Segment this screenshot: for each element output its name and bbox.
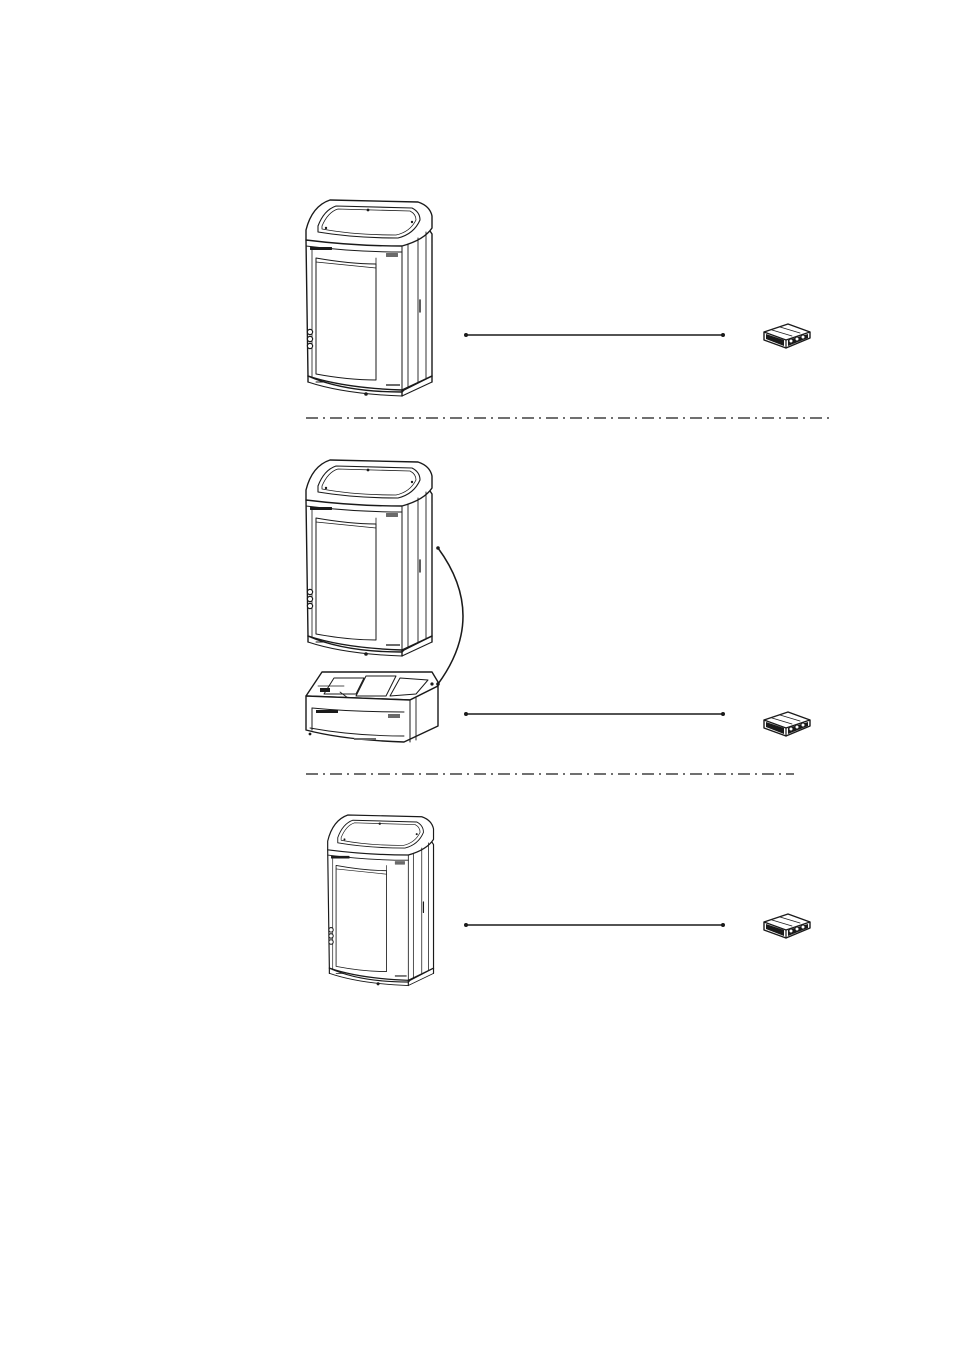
configuration-3 (328, 815, 810, 986)
connection-cable (464, 712, 725, 716)
connection-cable (464, 333, 725, 337)
connector-module-icon (764, 914, 810, 938)
base-unit-icon (306, 672, 438, 742)
connector-module-icon (764, 712, 810, 736)
connection-cable (464, 923, 725, 927)
connector-module-icon (764, 324, 810, 348)
curved-link-cable (436, 546, 463, 686)
cabinet-icon (328, 815, 434, 986)
configuration-1 (306, 200, 810, 396)
cabinet-icon (306, 200, 432, 396)
cabinet-icon (306, 460, 432, 656)
configuration-2 (306, 460, 810, 742)
